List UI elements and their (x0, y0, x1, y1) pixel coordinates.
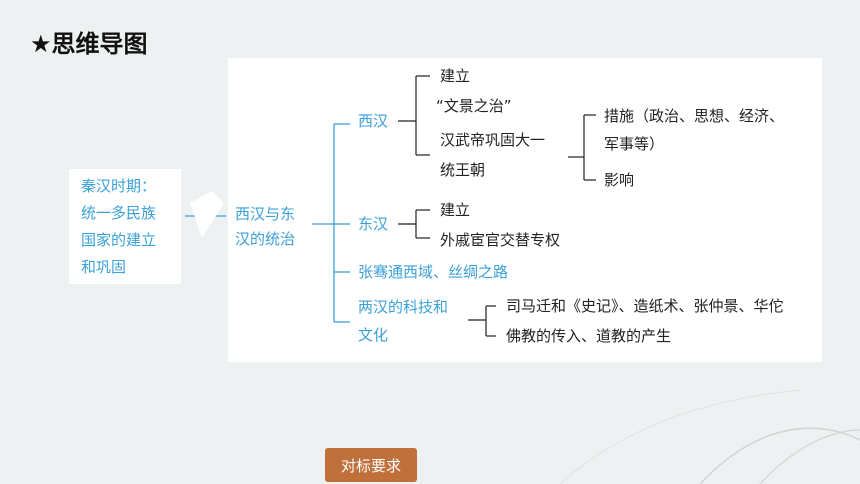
xihan-yingxiang: 影响 (604, 171, 635, 189)
branch-zhangqian-label: 张骞通西域、丝绸之路 (358, 263, 509, 281)
center-node-line-2: 汉的统治 (235, 230, 296, 248)
keji-sima: 司马迁和《史记》、造纸术、张仲景、华佗 (506, 297, 784, 315)
root-line-4: 和巩固 (81, 258, 127, 276)
requirements-button[interactable]: 对标要求 (325, 448, 417, 482)
donghan-waiqi: 外戚宦官交替专权 (440, 231, 561, 249)
xihan-wudi-line-1: 汉武帝巩固大一 (440, 131, 546, 149)
page-title: ★思维导图 (30, 30, 148, 58)
branch-keji-label-line-2: 文化 (358, 326, 389, 344)
donghan-jianli: 建立 (440, 201, 471, 219)
root-line-1: 秦汉时期： (81, 177, 157, 195)
root-line-3: 国家的建立 (81, 231, 157, 249)
xihan-cuoshi-line-1: 措施（政治、思想、经济、 (604, 107, 785, 125)
branch-keji-label-line-1: 两汉的科技和 (358, 298, 449, 316)
xihan-jianli: 建立 (440, 67, 471, 85)
center-node-line-1: 西汉与东 (235, 205, 296, 223)
branch-donghan-label: 东汉 (358, 215, 389, 233)
xihan-cuoshi-line-2: 军事等） (604, 135, 665, 153)
xihan-wenjing: “文景之治” (436, 97, 512, 115)
root-line-2: 统一多民族 (81, 204, 157, 222)
xihan-wudi-line-2: 统王朝 (440, 161, 486, 179)
branch-xihan-label: 西汉 (358, 112, 389, 130)
mindmap-panel (228, 58, 822, 362)
keji-fojiao: 佛教的传入、道教的产生 (506, 327, 672, 345)
root-node: 秦汉时期： 统一多民族 国家的建立 和巩固 (69, 169, 181, 284)
